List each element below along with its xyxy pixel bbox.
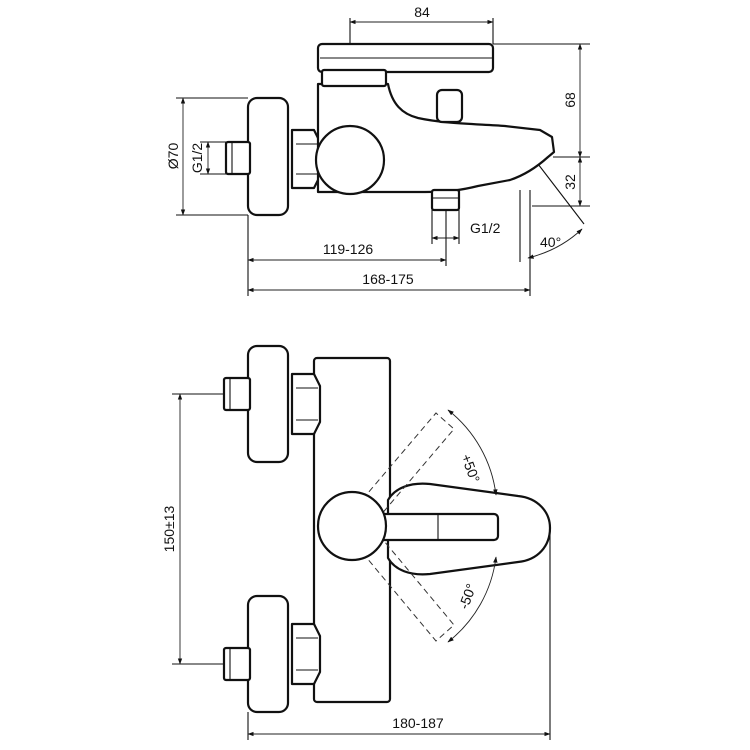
dim-depth-short: 119-126 [323,241,374,257]
side-view: 84 68 32 Ø70 G1/2 G1/2 40° 119-126 [165,4,590,296]
inlet-connector [224,140,252,176]
dim-overall-length: 180-187 [392,715,444,731]
upper-inlet-connector [222,376,252,412]
dim-depth-long: 168-175 [362,271,414,287]
lever-ghost-plus [355,412,455,524]
dim-outlet-thread: G1/2 [470,220,501,236]
lever-ghost-minus [355,528,455,642]
upper-hex-nut [290,372,322,436]
dim-lever-height: 68 [562,92,578,108]
dim-centers: 150±13 [161,505,177,552]
diverter-knob [435,88,464,124]
lower-inlet-connector [222,646,252,682]
dim-diameter: Ø70 [165,143,181,170]
dim-top-width: 84 [414,4,430,20]
upper-wall-flange [246,344,290,464]
dim-spout-height: 32 [562,174,578,190]
wall-flange [246,96,290,217]
cartridge-cap-top [316,490,388,562]
dim-inlet-thread: G1/2 [189,143,205,174]
bottom-outlet [430,188,461,212]
lever-stem [320,68,388,88]
dim-rotation-minus: -50° [455,581,479,611]
cartridge-cap [314,124,386,196]
dim-rotation-plus: +50° [458,452,483,485]
lower-wall-flange [246,594,290,714]
lower-hex-nut [290,622,322,686]
dim-spout-angle: 40° [540,234,561,250]
top-view: +50° -50° 150±13 180-187 [161,344,552,740]
